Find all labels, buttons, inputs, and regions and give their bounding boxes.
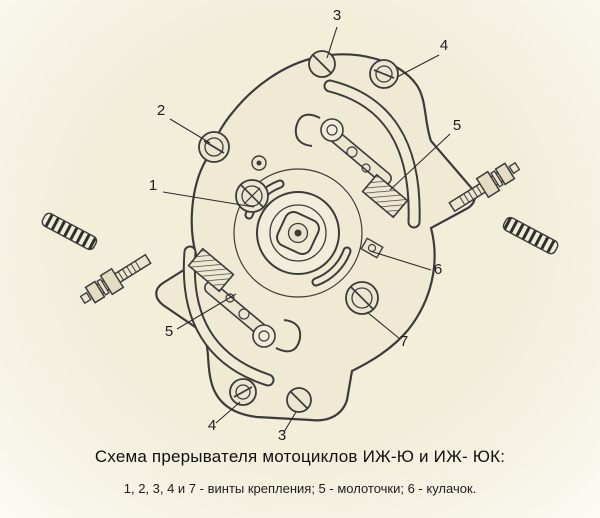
callout-label-3-top: 3 <box>333 7 341 24</box>
callout-label-5-bottom-left: 5 <box>165 323 173 340</box>
screw-3-top <box>308 50 336 78</box>
hammer-hook-upper <box>294 113 321 147</box>
terminal-bolt-left <box>79 253 152 305</box>
leader-line <box>176 293 237 330</box>
hammer-hook-lower <box>275 319 302 353</box>
callout-label-1-left: 1 <box>149 177 157 194</box>
slot-band-right <box>323 79 421 229</box>
screw-1-center-left <box>235 179 269 213</box>
terminal-cable-left <box>41 212 98 251</box>
leader-line <box>169 118 211 144</box>
callout-label-4-bottom-left: 4 <box>208 417 216 434</box>
caption: Схема прерывателя мотоциклов ИЖ-Ю и ИЖ- … <box>0 447 600 496</box>
leader-line <box>215 401 241 424</box>
breaker-arm-lower <box>187 247 302 353</box>
screw-7-lower-right <box>345 281 379 315</box>
caption-title: Схема прерывателя мотоциклов ИЖ-Ю и ИЖ- … <box>94 447 506 466</box>
callout-label-3-bottom: 3 <box>278 427 286 444</box>
screw-2-left <box>198 131 230 163</box>
screw-3-bottom <box>286 387 312 413</box>
screw-4-bottom-left <box>229 378 257 406</box>
leader-line <box>283 411 297 433</box>
callout-label-2-left: 2 <box>157 102 165 119</box>
leader-line <box>326 26 338 59</box>
terminal-bolt-right <box>448 161 521 213</box>
leader-line <box>389 133 451 191</box>
leader-line <box>369 250 432 271</box>
callout-label-6-right: 6 <box>434 261 442 278</box>
leader-line <box>162 191 255 208</box>
breaker-diagram: 3 4 2 5 1 6 5 7 4 3 <box>41 7 559 444</box>
cam-hub <box>233 168 363 298</box>
screw-4-top-right <box>369 59 399 89</box>
adjust-slot-lower-right <box>311 246 352 287</box>
leader-lines <box>162 26 451 433</box>
leader-line <box>366 311 401 340</box>
callout-label-4-top-right: 4 <box>440 37 448 54</box>
slot-band-bottom-left <box>182 245 275 387</box>
spring-pack-lower <box>187 247 235 293</box>
breaker-arm-upper <box>294 113 409 219</box>
terminal-cable-right <box>502 216 559 255</box>
screw-small-upper-left <box>251 155 267 171</box>
callout-label-7-bottom-right: 7 <box>400 333 408 350</box>
callout-label-5-right: 5 <box>453 117 461 134</box>
callout-labels: 3 4 2 5 1 6 5 7 4 3 <box>149 7 461 444</box>
caption-legend: 1, 2, 3, 4 и 7 - винты крепления; 5 - мо… <box>123 481 477 496</box>
leader-line <box>396 54 440 78</box>
